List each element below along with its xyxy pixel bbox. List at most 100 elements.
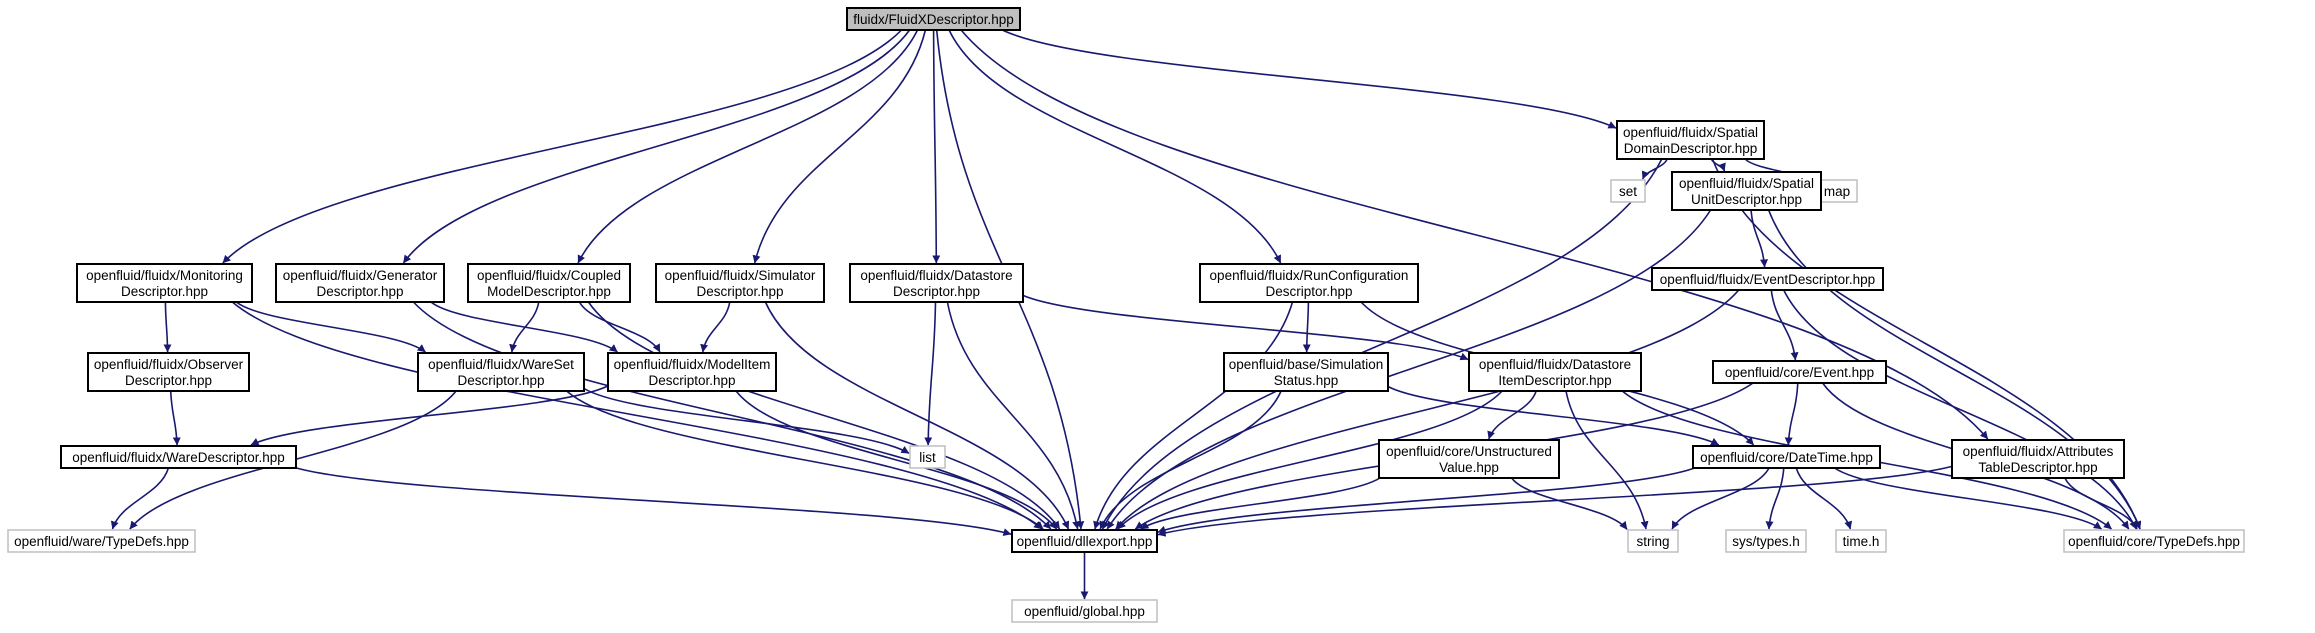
node-box [1651, 267, 1884, 291]
node-spatial-unit[interactable]: openfluid/fluidx/SpatialUnitDescriptor.h… [1671, 171, 1822, 211]
node-label-line: fluidx/FluidXDescriptor.hpp [853, 12, 1014, 27]
edge-fluidx_descriptor-to-generator [402, 29, 911, 264]
edge-simulator-to-modelitem [700, 301, 731, 353]
node-label-line: openfluid/base/Simulation [1229, 357, 1384, 372]
dependency-edges [110, 29, 2142, 600]
edge-simulation_status-to-dllexport [1099, 390, 1282, 530]
node-label-line: map [1824, 184, 1850, 199]
node-label-line: openfluid/core/Event.hpp [1725, 365, 1874, 380]
node-box [1616, 120, 1765, 160]
edge-fluidx_descriptor-to-simulator [752, 29, 927, 264]
node-set: set [1610, 179, 1646, 203]
node-attributes-table[interactable]: openfluid/fluidx/AttributesTableDescript… [1951, 439, 2125, 479]
header-nodes: fluidx/FluidXDescriptor.hpp openfluid/flu… [7, 7, 2245, 623]
edge-datastore_item-to-string [1565, 390, 1649, 530]
node-list: list [909, 445, 946, 469]
node-datetime[interactable]: openfluid/core/DateTime.hpp [1692, 445, 1881, 469]
edge-datastore-to-list [924, 301, 937, 446]
node-label-line: Descriptor.hpp [1265, 284, 1352, 299]
node-ware-descriptor[interactable]: openfluid/fluidx/WareDescriptor.hpp [60, 445, 297, 469]
edge-fluidx_descriptor-to-spatial_domain [1001, 29, 1617, 129]
node-core-event[interactable]: openfluid/core/Event.hpp [1712, 360, 1887, 384]
edge-event_descriptor-to-core_typedefs [1782, 289, 2138, 530]
node-box [76, 263, 253, 303]
node-box [655, 263, 825, 303]
node-coupled-model[interactable]: openfluid/fluidx/CoupledModelDescriptor.… [467, 263, 631, 303]
node-box [60, 445, 297, 469]
node-label-line: ModelDescriptor.hpp [487, 284, 611, 299]
node-box [1712, 360, 1887, 384]
edge-run_configuration-to-dllexport [1093, 301, 1294, 530]
node-box [1223, 352, 1389, 392]
node-label-line: Descriptor.hpp [457, 373, 544, 388]
node-label-line: Descriptor.hpp [121, 284, 208, 299]
node-global: openfluid/global.hpp [1011, 599, 1158, 623]
node-label-line: openfluid/fluidx/Spatial [1623, 125, 1758, 140]
node-monitoring[interactable]: openfluid/fluidx/MonitoringDescriptor.hp… [76, 263, 253, 303]
node-datastore-item[interactable]: openfluid/fluidx/DatastoreItemDescriptor… [1468, 352, 1642, 392]
edge-fluidx_descriptor-to-datastore [932, 29, 941, 264]
node-run-configuration[interactable]: openfluid/fluidx/RunConfigurationDescrip… [1199, 263, 1419, 303]
node-fluidx-descriptor[interactable]: fluidx/FluidXDescriptor.hpp [846, 7, 1021, 31]
node-label-line: openfluid/global.hpp [1024, 604, 1145, 619]
node-box [1199, 263, 1419, 303]
node-event-descriptor[interactable]: openfluid/fluidx/EventDescriptor.hpp [1651, 267, 1884, 291]
node-box [607, 352, 777, 392]
node-label-line: openfluid/fluidx/ModelItem [614, 357, 771, 372]
node-box [1627, 529, 1679, 553]
edge-monitoring-to-observer [163, 301, 172, 353]
node-label-line: openfluid/fluidx/Monitoring [86, 268, 243, 283]
node-label-line: time.h [1843, 534, 1880, 549]
node-map: map [1816, 179, 1858, 203]
edge-unstructured_value-to-string [1510, 477, 1628, 530]
node-label-line: openfluid/fluidx/Observer [94, 357, 244, 372]
edge-datastore-to-dllexport [946, 301, 1081, 530]
edge-generator-to-dllexport [412, 301, 1052, 530]
node-label-line: ItemDescriptor.hpp [1498, 373, 1611, 388]
node-label-line: openfluid/fluidx/WareSet [428, 357, 574, 372]
node-box [1468, 352, 1642, 392]
edge-fluidx_descriptor-to-run_configuration [948, 29, 1282, 264]
node-label-line: openfluid/core/Unstructured [1386, 444, 1552, 459]
node-label-line: openfluid/dllexport.hpp [1017, 534, 1153, 549]
edge-fluidx_descriptor-to-monitoring [222, 29, 903, 264]
node-box [1378, 439, 1560, 479]
node-box [1951, 439, 2125, 479]
node-label-line: Descriptor.hpp [648, 373, 735, 388]
node-label-line: Descriptor.hpp [893, 284, 980, 299]
edge-unstructured_value-to-dllexport [1140, 477, 1381, 530]
edge-datetime-to-string [1671, 467, 1770, 530]
node-label-line: Descriptor.hpp [125, 373, 212, 388]
edge-wareset-to-dllexport [566, 390, 1044, 530]
node-box [2063, 529, 2245, 553]
node-dllexport[interactable]: openfluid/dllexport.hpp [1011, 529, 1158, 553]
edge-modelitem-to-ware_descriptor [250, 385, 609, 446]
edge-datetime-to-time_h [1795, 467, 1853, 530]
node-spatial-domain[interactable]: openfluid/fluidx/SpatialDomainDescriptor… [1616, 120, 1765, 160]
node-label-line: set [1619, 184, 1637, 199]
node-label-line: Descriptor.hpp [696, 284, 783, 299]
node-label-line: openfluid/core/TypeDefs.hpp [2068, 534, 2240, 549]
node-box [1725, 529, 1807, 553]
edge-generator-to-modelitem [430, 301, 618, 353]
edge-spatial_domain-to-set [1641, 158, 1668, 180]
node-box [1692, 445, 1881, 469]
edge-modelitem-to-dllexport [735, 390, 1058, 530]
node-label-line: openfluid/fluidx/Generator [283, 268, 438, 283]
edge-monitoring-to-wareset [235, 301, 426, 353]
node-box [1011, 599, 1158, 623]
node-label-line: openfluid/fluidx/Attributes [1963, 444, 2114, 459]
edge-datastore_item-to-unstructured_value [1487, 390, 1537, 440]
edge-datastore_item-to-dllexport [1117, 390, 1503, 530]
edge-simulator-to-dllexport [764, 301, 1070, 530]
node-box [417, 352, 585, 392]
